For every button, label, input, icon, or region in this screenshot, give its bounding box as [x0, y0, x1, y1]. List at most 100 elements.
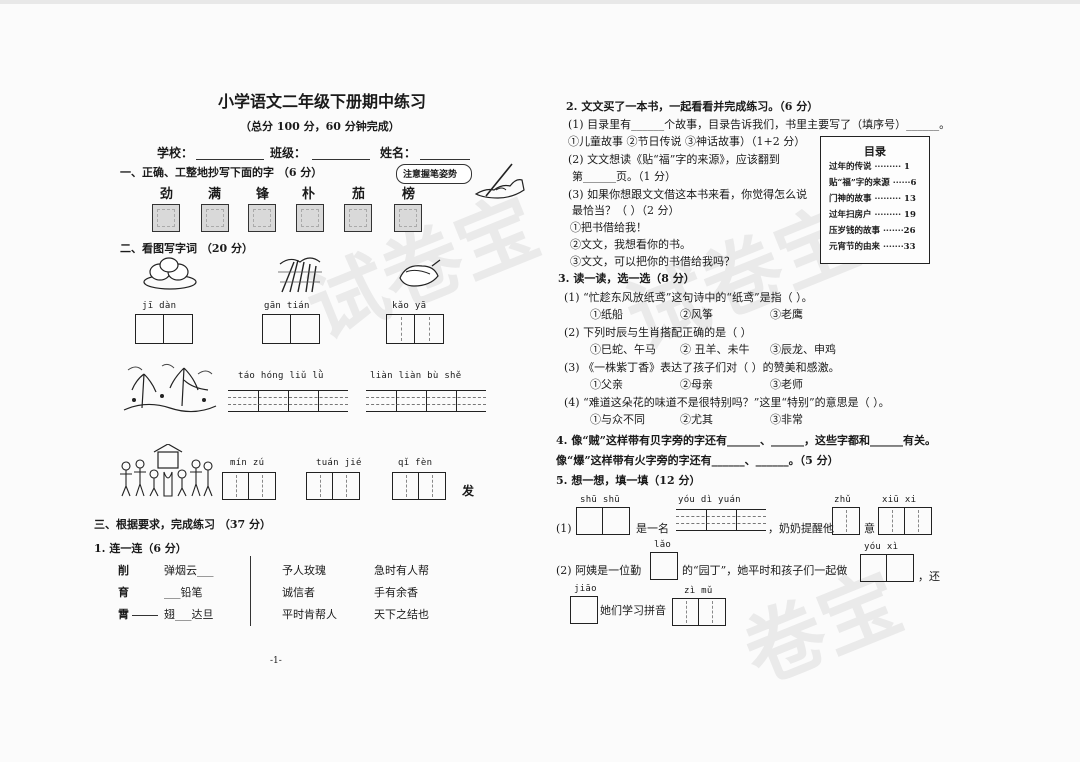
- toc-item: 压岁钱的故事 ·······26: [829, 226, 916, 236]
- match-col4-3[interactable]: 天下之结也: [374, 608, 429, 621]
- q3-item4-opt2[interactable]: ②尤其: [680, 413, 713, 426]
- q3-item1-opt3[interactable]: ③老鹰: [770, 308, 803, 321]
- q3-item3-opt2[interactable]: ②母亲: [680, 378, 713, 391]
- match-mid-3[interactable]: 翅___达旦: [164, 608, 214, 621]
- answer-grid-qifen[interactable]: [392, 472, 446, 500]
- page-number: -1-: [270, 656, 282, 666]
- pinyin-jiao: jiāo: [574, 584, 597, 594]
- copy-char-4: 朴: [302, 187, 316, 202]
- question1-heading: 1. 连一连（6 分）: [94, 542, 187, 555]
- q3-item3-opt1[interactable]: ①父亲: [590, 378, 623, 391]
- copy-box-6[interactable]: [394, 204, 422, 232]
- q2-option2[interactable]: ②文文，我想看你的书。: [570, 238, 691, 251]
- answer-line-lianlianbushe[interactable]: [366, 390, 486, 412]
- copy-box-4[interactable]: [296, 204, 324, 232]
- hand-writing-icon: [474, 163, 525, 199]
- answer-grid-youxi[interactable]: [860, 554, 914, 582]
- answer-grid-jidan[interactable]: [135, 314, 193, 344]
- match-col3-3[interactable]: 平时肯帮人: [282, 608, 337, 621]
- posture-note-text: 注意握笔姿势: [403, 170, 458, 180]
- match-left-2[interactable]: 育: [118, 586, 129, 599]
- answer-grid-gantian[interactable]: [262, 314, 320, 344]
- q2-line3: (2) 文文想读《贴“福”字的来源》，应该翻到: [568, 153, 780, 166]
- sugarcane-picture: [278, 257, 322, 293]
- column-divider: [250, 556, 251, 626]
- match-col4-1[interactable]: 急时有人帮: [374, 564, 429, 577]
- copy-box-1[interactable]: [152, 204, 180, 232]
- match-col3-2[interactable]: 诚信者: [282, 586, 315, 599]
- pinyin-lao: lǎo: [654, 540, 672, 550]
- answer-grid-tuanjie[interactable]: [306, 472, 360, 500]
- q2-line5: (3) 如果你想跟文文借这本书来看，你觉得怎么说: [568, 188, 808, 201]
- copy-box-3[interactable]: [248, 204, 276, 232]
- spring-scene-picture: [123, 363, 217, 413]
- char-fa: 发: [462, 484, 475, 498]
- class-blank[interactable]: [312, 159, 370, 160]
- copy-char-5: 茄: [352, 187, 366, 202]
- q3-item1: (1) “忙趁东风放纸鸢”这句诗中的“纸鸢”是指（ ）。: [564, 291, 813, 304]
- q3-item4-opt3[interactable]: ③非常: [770, 413, 803, 426]
- match-col3-1[interactable]: 予人玫瑰: [282, 564, 326, 577]
- q3-item4-opt1[interactable]: ①与众不同: [590, 413, 645, 426]
- copy-char-3: 锋: [256, 187, 270, 202]
- q2-heading: 2. 文文买了一本书，一起看看并完成练习。（6 分）: [566, 100, 819, 113]
- answer-grid-xiuxi[interactable]: [878, 507, 932, 535]
- pinyin-kaoya: kǎo yā: [392, 301, 427, 311]
- pinyin-zimu: zì mǔ: [684, 586, 713, 596]
- q2-line6: 最恰当？（ ）（2 分）: [572, 204, 680, 217]
- match-mid-1[interactable]: 弹烟云___: [164, 564, 214, 577]
- q3-item2-opt1[interactable]: ①巳蛇、午马: [590, 343, 656, 356]
- pinyin-zhu: zhǔ: [834, 495, 852, 505]
- q2-option3[interactable]: ③文文，可以把你的书借给我吗？: [570, 255, 735, 268]
- match-left-3[interactable]: 霄: [118, 608, 129, 621]
- q3-item2-opt3[interactable]: ③辰龙、申鸡: [770, 343, 836, 356]
- answer-grid-zhu[interactable]: [832, 507, 860, 535]
- q3-item1-opt2[interactable]: ②风筝: [680, 308, 713, 321]
- q5-1-label: (1): [556, 522, 572, 535]
- pinyin-tuanjie: tuán jié: [316, 458, 362, 468]
- match-left-1[interactable]: 削: [118, 564, 129, 577]
- q3-item3: (3) 《一株紫丁香》表达了孩子们对（ ）的赞美和感激。: [564, 361, 840, 374]
- school-blank[interactable]: [196, 159, 264, 160]
- pinyin-xiuxi: xiū xi: [882, 495, 917, 505]
- name-blank[interactable]: [420, 159, 470, 160]
- q3-item1-opt1[interactable]: ①纸船: [590, 308, 623, 321]
- copy-char-1: 劲: [160, 187, 174, 202]
- q3-item3-opt3[interactable]: ③老师: [770, 378, 803, 391]
- copy-box-2[interactable]: [201, 204, 229, 232]
- q5-2-text-a: (2) 阿姨是一位勤: [556, 564, 642, 577]
- pinyin-youdiyuan: yóu dì yuán: [678, 495, 741, 505]
- q3-item2-opt2[interactable]: ② 丑羊、未牛: [680, 343, 750, 356]
- q5-2-text-c: ，还: [918, 570, 940, 583]
- answer-line-youdiyuan[interactable]: [676, 509, 766, 531]
- answer-grid-jiao[interactable]: [570, 596, 598, 624]
- answer-line-taohongliulv[interactable]: [228, 390, 348, 412]
- match-line-3: [132, 615, 158, 616]
- q5-1-text-c: ，奶奶提醒他: [768, 522, 834, 535]
- answer-grid-lao[interactable]: [650, 552, 678, 580]
- pinyin-gantian: gān tián: [264, 301, 310, 311]
- section2-heading: 二、看图写字词 （20 分）: [120, 242, 253, 255]
- copy-char-6: 榜: [402, 187, 416, 202]
- answer-grid-zimu[interactable]: [672, 598, 726, 626]
- toc-item: 过年的传说 ········· 1: [829, 162, 910, 172]
- answer-grid-shushu[interactable]: [576, 507, 630, 535]
- q3-item4: (4) “难道这朵花的味道不是很特别吗？”这里“特别”的意思是（ ）。: [564, 396, 890, 409]
- toc-item: 贴“福”字的来源 ······6: [829, 178, 917, 188]
- q2-line1: (1) 目录里有______个故事，目录告诉我们，书里主要写了（填序号）____…: [568, 118, 951, 131]
- q2-option1[interactable]: ①把书借给我！: [570, 221, 647, 234]
- copy-box-5[interactable]: [344, 204, 372, 232]
- q3-heading: 3. 读一读，选一选（8 分）: [558, 272, 695, 285]
- match-col4-2[interactable]: 手有余香: [374, 586, 418, 599]
- pinyin-youxi: yóu xì: [864, 542, 899, 552]
- pinyin-taohongliulv: táo hóng liǔ lǜ: [238, 371, 324, 381]
- pinyin-qifen: qǐ fèn: [398, 458, 433, 468]
- answer-grid-kaoya[interactable]: [386, 314, 444, 344]
- toc-item: 元宵节的由来 ·······33: [829, 242, 916, 252]
- table-of-contents: 目录 过年的传说 ········· 1 贴“福”字的来源 ······6 门神…: [820, 136, 930, 264]
- match-mid-2[interactable]: ___铅笔: [164, 586, 203, 599]
- q4-line2: 像“爆”这样带有火字旁的字还有______、______。（5 分）: [556, 454, 839, 467]
- answer-grid-minzu[interactable]: [222, 472, 276, 500]
- section3-heading: 三、根据要求，完成练习 （37 分）: [94, 518, 271, 531]
